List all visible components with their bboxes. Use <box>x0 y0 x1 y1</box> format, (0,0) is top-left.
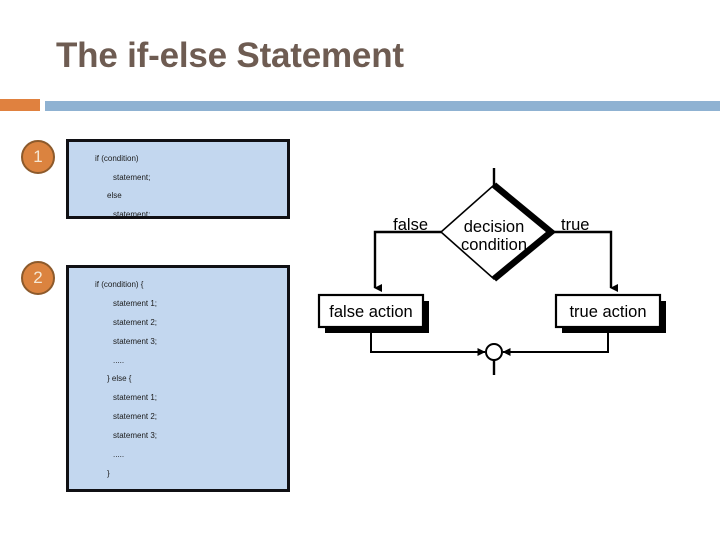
code-line: else <box>107 191 122 201</box>
decision-label-line2: condition <box>461 236 527 254</box>
code-line: ..... <box>113 355 125 365</box>
code-box-syntax-simple: if (condition) statement; else statement… <box>66 139 290 219</box>
code-line: if (condition) { <box>95 280 144 289</box>
header-accent-orange <box>0 99 40 111</box>
false-action-box <box>317 293 425 329</box>
code-line: statement 3; <box>113 336 158 346</box>
code-line: statement 2; <box>113 412 158 422</box>
code-line: ..... <box>113 450 125 460</box>
decision-label-line1: decision <box>464 218 525 236</box>
code-line: } <box>107 468 110 478</box>
false-merge-connector <box>370 327 486 356</box>
bullet-number-2: 2 <box>21 261 55 295</box>
code-box-syntax-block: if (condition) { statement 1; statement … <box>66 265 290 492</box>
code-line: if (condition) <box>95 154 139 163</box>
code-line: } else { <box>107 374 132 384</box>
bullet-number-1: 1 <box>21 140 55 174</box>
false-branch-connector <box>373 230 441 292</box>
code-line: statement; <box>113 209 151 219</box>
true-action-label: true action <box>569 303 646 321</box>
merge-node-circle <box>485 343 503 361</box>
true-merge-connector <box>502 327 609 356</box>
code-line: statement 1; <box>113 298 158 308</box>
code-line: statement; <box>113 172 151 182</box>
header-accent-blue <box>45 101 720 111</box>
true-branch-connector <box>551 230 618 292</box>
code-line: statement 1; <box>113 393 158 403</box>
code-line: statement 2; <box>113 317 158 327</box>
code-line: statement 3; <box>113 431 158 441</box>
label-true: true <box>561 216 589 234</box>
flowchart-diagram: decision condition false true false acti… <box>300 160 700 380</box>
label-false: false <box>393 216 428 234</box>
false-action-label: false action <box>329 303 412 321</box>
page-title: The if-else Statement <box>56 36 404 75</box>
